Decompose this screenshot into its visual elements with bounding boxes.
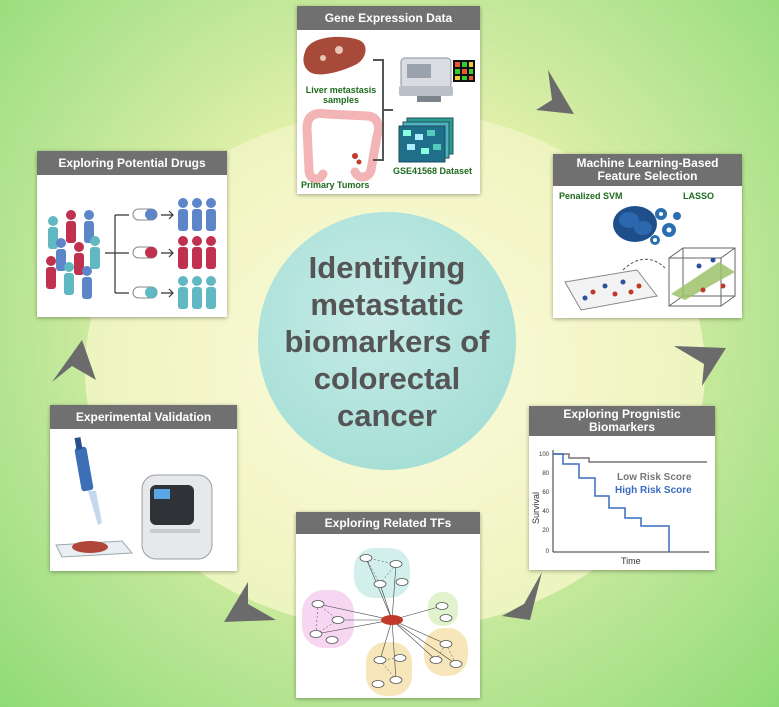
brain-icon (613, 206, 657, 242)
panel-title: Exploring Related TFs (296, 512, 480, 534)
low-risk-label: Low Risk Score (617, 472, 692, 483)
center-title: Identifying metastatic biomarkers of col… (284, 249, 490, 433)
arrow-ml-to-prognostic (674, 346, 726, 386)
liver-icon (303, 36, 366, 75)
tumor-label: Primary Tumors (301, 180, 370, 190)
responder-group-teal (178, 276, 216, 309)
panel-title: Experimental Validation (50, 405, 237, 429)
high-risk-curve (553, 453, 670, 552)
arrow-tfs-to-validation (224, 582, 276, 622)
pipette-icon (74, 437, 102, 525)
method-lasso-label: LASSO (683, 191, 715, 201)
panel-prognostic: Exploring Prognistic Biomarkers 100 80 6… (529, 406, 715, 570)
panel-title: Gene Expression Data (297, 6, 480, 30)
scatter-points (582, 279, 642, 301)
x-axis-label: Time (621, 556, 641, 566)
tissue-sample-icon (55, 540, 134, 558)
sequencer-icon (399, 57, 453, 102)
capsule-icon (132, 208, 158, 299)
panel-gene-expression: Gene Expression Data (297, 6, 480, 194)
panel-machine-learning: Machine Learning-Based Feature Selection… (553, 154, 742, 318)
colon-icon (302, 108, 384, 184)
y-tick: 40 (542, 509, 549, 515)
gene-expression-illustration (302, 36, 475, 184)
panel-title: Exploring Potential Drugs (37, 151, 227, 175)
arrow-prognostic-to-tfs (502, 572, 542, 620)
validation-illustration (55, 437, 213, 560)
dataset-label: GSE41568 Dataset (393, 166, 473, 176)
dataset-heatmap-icon (398, 117, 454, 163)
y-tick: 60 (542, 490, 549, 496)
high-risk-label: High Risk Score (615, 485, 692, 496)
panel-drugs: Exploring Potential Drugs (37, 151, 227, 317)
patient-group-icon (46, 210, 100, 299)
center-circle: Identifying metastatic biomarkers of col… (258, 212, 516, 470)
y-axis-label: Survival (531, 492, 541, 524)
method-svm-label: Penalized SVM (559, 191, 623, 201)
y-tick: 20 (542, 528, 549, 534)
panel-title: Machine Learning-Based Feature Selection (553, 154, 742, 186)
responder-group-red (178, 236, 216, 269)
tf-nodes (309, 554, 463, 688)
panel-validation: Experimental Validation (50, 405, 237, 571)
low-risk-curve (553, 453, 707, 463)
hub-node (381, 615, 403, 625)
drugs-illustration (46, 198, 216, 309)
survival-plot: 100 80 60 40 20 0 Time Survival (531, 450, 709, 566)
arrow-validation-to-drugs (52, 340, 96, 382)
tf-network (302, 548, 468, 696)
panel-title: Exploring Prognistic Biomarkers (529, 406, 715, 436)
y-tick: 80 (542, 471, 549, 477)
ml-illustration (564, 206, 736, 311)
y-tick: 100 (539, 452, 550, 458)
liver-label: Liver metastasis samples (305, 85, 377, 105)
arrow-gene-to-ml (536, 70, 574, 114)
responder-group-blue (178, 198, 216, 231)
microarray-icon (453, 60, 475, 82)
panel-tfs: Exploring Related TFs (296, 512, 480, 698)
y-tick: 0 (546, 549, 550, 555)
pcr-machine-icon (141, 474, 213, 560)
hyperplane (671, 262, 735, 300)
